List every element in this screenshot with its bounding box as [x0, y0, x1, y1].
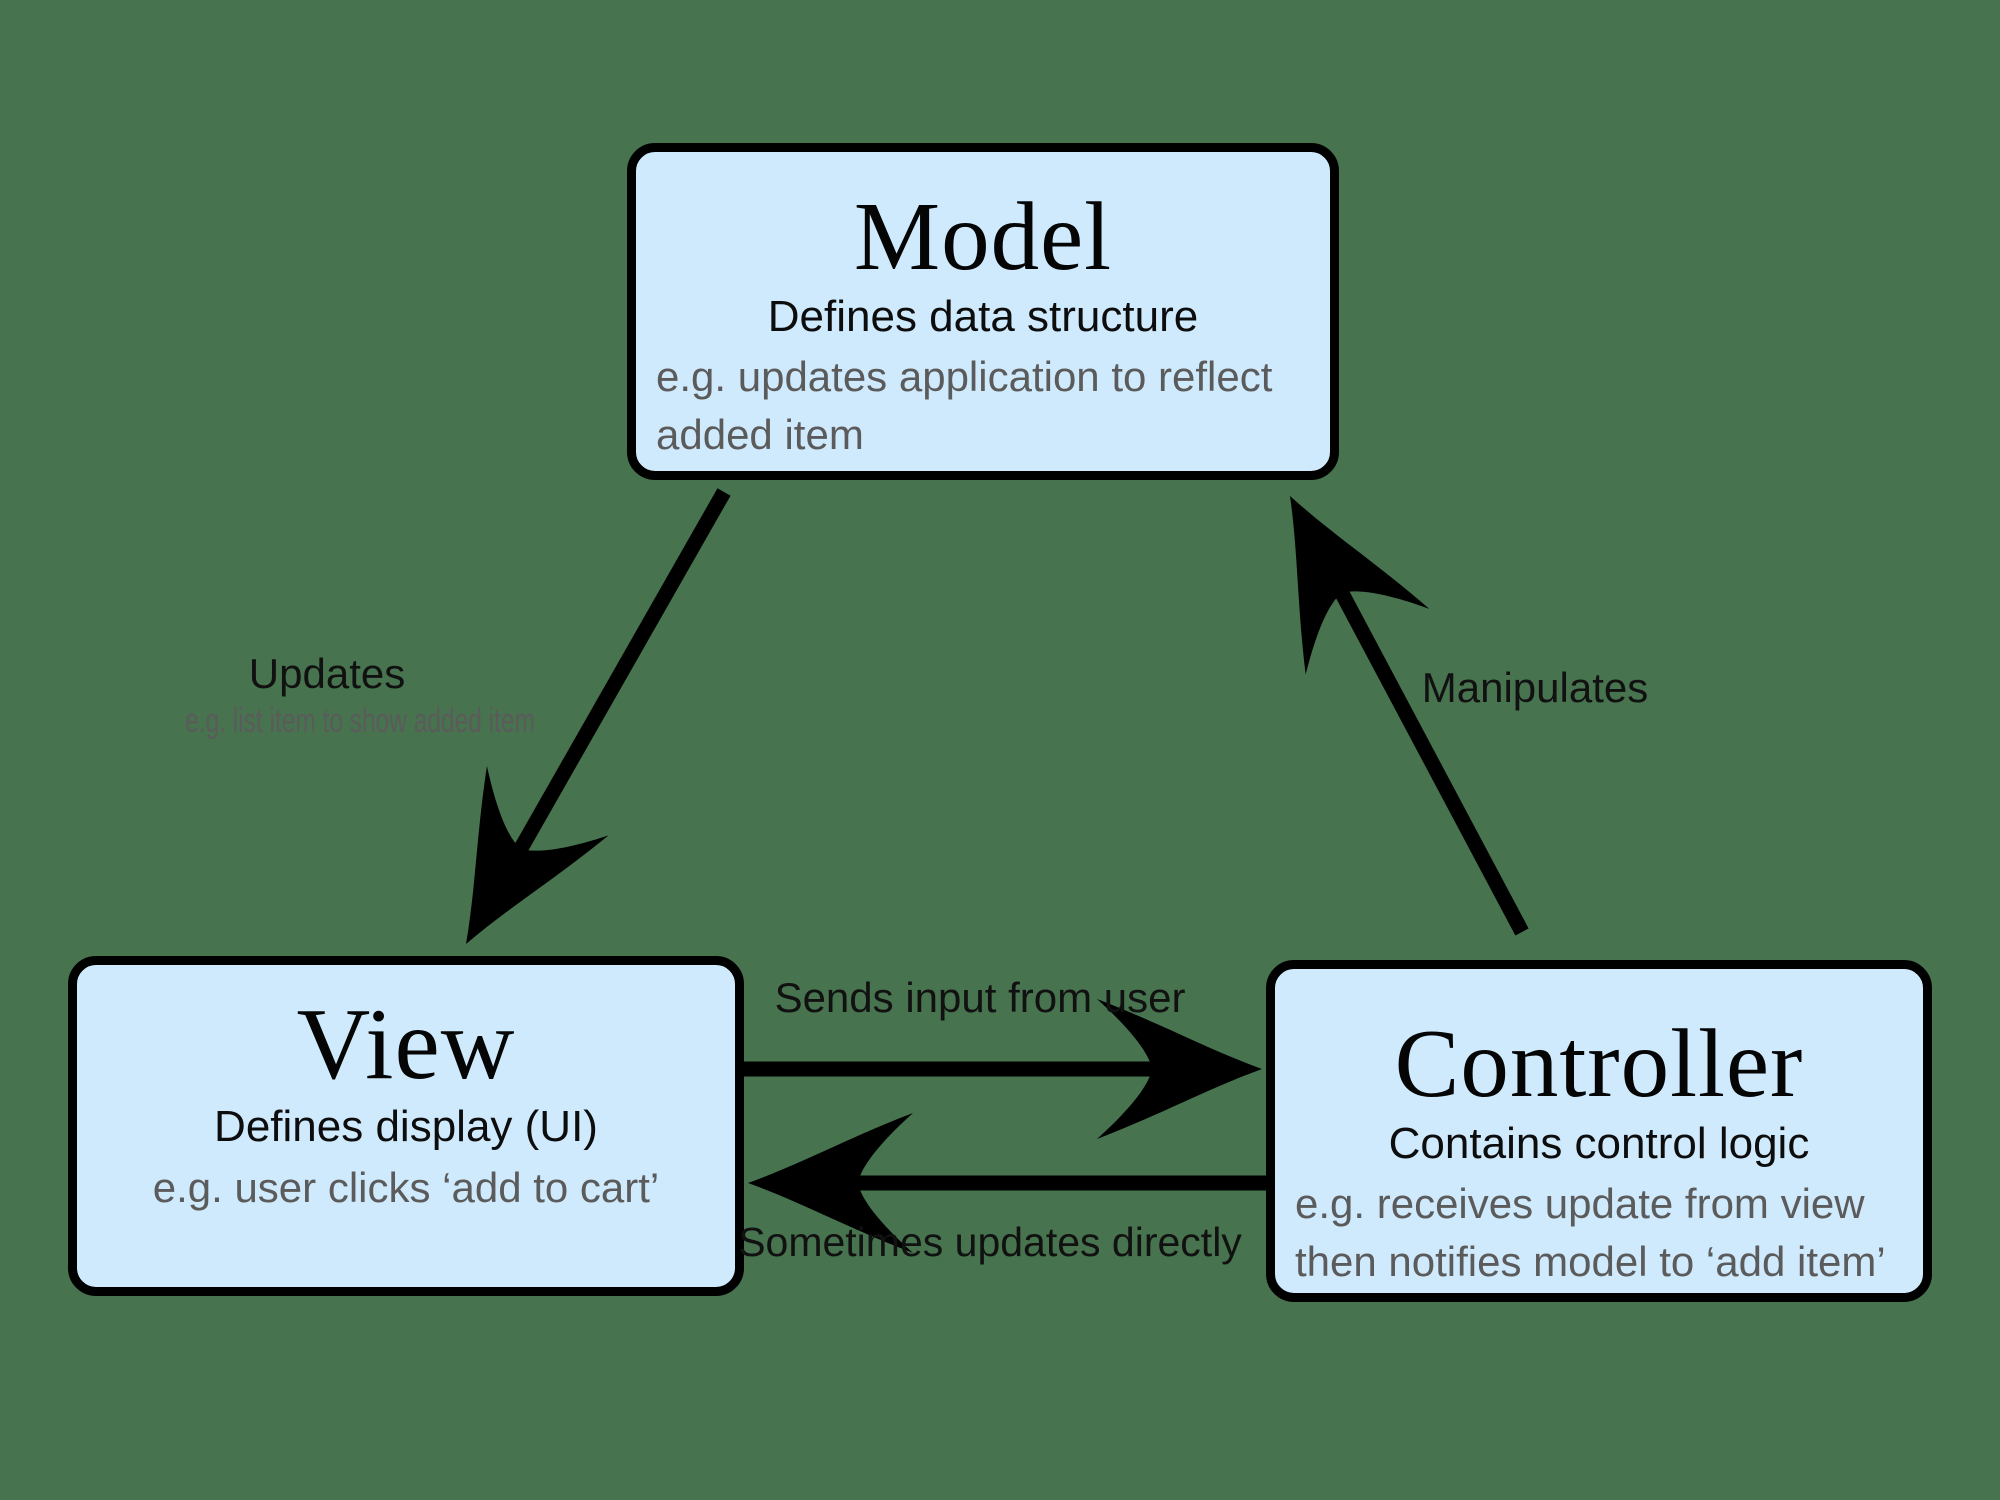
view-title: View: [296, 988, 516, 1101]
edge-label-sometimes-updates: Sometimes updates directly: [738, 1219, 1242, 1265]
model-subtitle: Defines data structure: [767, 291, 1199, 341]
node-model: Model Defines data structure e.g. update…: [627, 143, 1339, 480]
edge-label-manipulates: Manipulates: [1421, 664, 1649, 711]
edge-sublabel-updates: e.g. list item to show added item: [185, 702, 535, 740]
arrow-model-to-view-line: [509, 488, 731, 861]
node-controller: Controller Contains control logic e.g. r…: [1266, 960, 1932, 1302]
view-subtitle: Defines display (UI): [214, 1102, 598, 1152]
controller-example: e.g. receives update from view then noti…: [1295, 1180, 1886, 1286]
arrow-controller-to-model-head: [1228, 463, 1430, 675]
controller-subtitle: Contains control logic: [1388, 1118, 1810, 1168]
arrow-model-to-view-head: [405, 765, 609, 979]
controller-title: Controller: [1394, 1010, 1804, 1117]
node-view: View Defines display (UI) e.g. user clic…: [68, 956, 744, 1296]
model-example: e.g. updates application to reflect adde…: [656, 353, 1273, 459]
edge-label-updates: Updates: [248, 650, 406, 697]
edge-label-sends-input: Sends input from user: [774, 974, 1186, 1021]
model-title: Model: [853, 183, 1113, 290]
arrow-controller-to-model-line: [1330, 580, 1529, 936]
view-example: e.g. user clicks ‘add to cart’: [152, 1163, 660, 1211]
